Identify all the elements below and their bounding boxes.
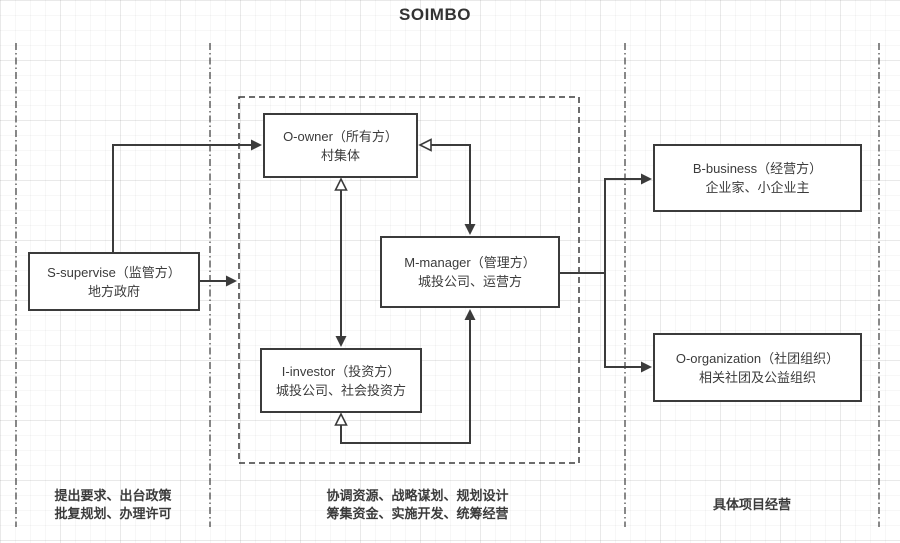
- arrowhead-into-investor-top: [335, 336, 347, 347]
- connector-manager-owner: [430, 144, 471, 224]
- node-investor-title: I-investor（投资方）: [281, 363, 401, 379]
- node-investor-subtitle: 城投公司、社会投资方: [275, 382, 406, 398]
- arrowhead-into-organization: [641, 361, 652, 373]
- arrowhead-into-group: [226, 275, 237, 287]
- arrowhead-into-owner-left: [251, 139, 262, 151]
- arrowhead-into-manager-bottom: [464, 309, 476, 320]
- arrowhead-into-business: [641, 173, 652, 185]
- node-supervise-title: S-supervise（监管方）: [47, 264, 181, 280]
- lane-label-supervise: 提出要求、出台政策 批复规划、办理许可: [16, 487, 210, 522]
- node-organization-subtitle: 相关社团及公益组织: [698, 369, 816, 385]
- node-owner[interactable]: O-owner（所有方） 村集体: [263, 113, 418, 178]
- node-investor[interactable]: I-investor（投资方） 城投公司、社会投资方: [260, 348, 422, 413]
- oim-group-dashed-frame: [238, 96, 580, 464]
- open-arrowhead-into-owner-bottom: [334, 177, 348, 191]
- node-owner-subtitle: 村集体: [320, 147, 360, 163]
- diagram-title: SOIMBO: [399, 5, 471, 24]
- node-manager-title: M-manager（管理方）: [404, 255, 536, 270]
- lane-label-operations-line1: 具体项目经营: [712, 497, 791, 512]
- node-supervise-subtitle: 地方政府: [87, 283, 140, 299]
- open-arrowhead-into-owner-right: [418, 138, 432, 152]
- node-business[interactable]: B-business（经营方） 企业家、小企业主: [653, 144, 862, 212]
- node-manager[interactable]: M-manager（管理方） 城投公司、运营方: [380, 236, 560, 308]
- lane-label-supervise-line2: 批复规划、办理许可: [54, 505, 172, 521]
- lane-label-oim-group: 协调资源、战略谋划、规划设计 筹集资金、实施开发、统筹经营: [210, 487, 625, 522]
- lane-label-operations: 具体项目经营: [625, 496, 879, 514]
- lane-label-oim-line2: 筹集资金、实施开发、统筹经营: [326, 505, 509, 521]
- node-organization[interactable]: O-organization（社团组织） 相关社团及公益组织: [653, 333, 862, 402]
- lane-label-supervise-line1: 提出要求、出台政策: [54, 488, 172, 503]
- node-supervise[interactable]: S-supervise（监管方） 地方政府: [28, 252, 200, 311]
- node-business-subtitle: 企业家、小企业主: [705, 180, 810, 195]
- connector-manager-to-organization: [604, 273, 641, 368]
- connector-manager-to-business: [560, 178, 641, 274]
- lane-label-oim-line1: 协调资源、战略谋划、规划设计: [326, 488, 509, 503]
- connector-supervise-to-owner: [112, 144, 251, 252]
- open-arrowhead-into-investor-bottom: [334, 412, 348, 426]
- arrowhead-into-manager-top: [464, 224, 476, 235]
- connector-investor-manager: [340, 320, 471, 444]
- node-business-title: B-business（经营方）: [692, 161, 823, 176]
- node-organization-title: O-organization（社团组织）: [675, 350, 840, 366]
- node-owner-title: O-owner（所有方）: [283, 128, 398, 144]
- node-manager-subtitle: 城投公司、运营方: [417, 274, 522, 289]
